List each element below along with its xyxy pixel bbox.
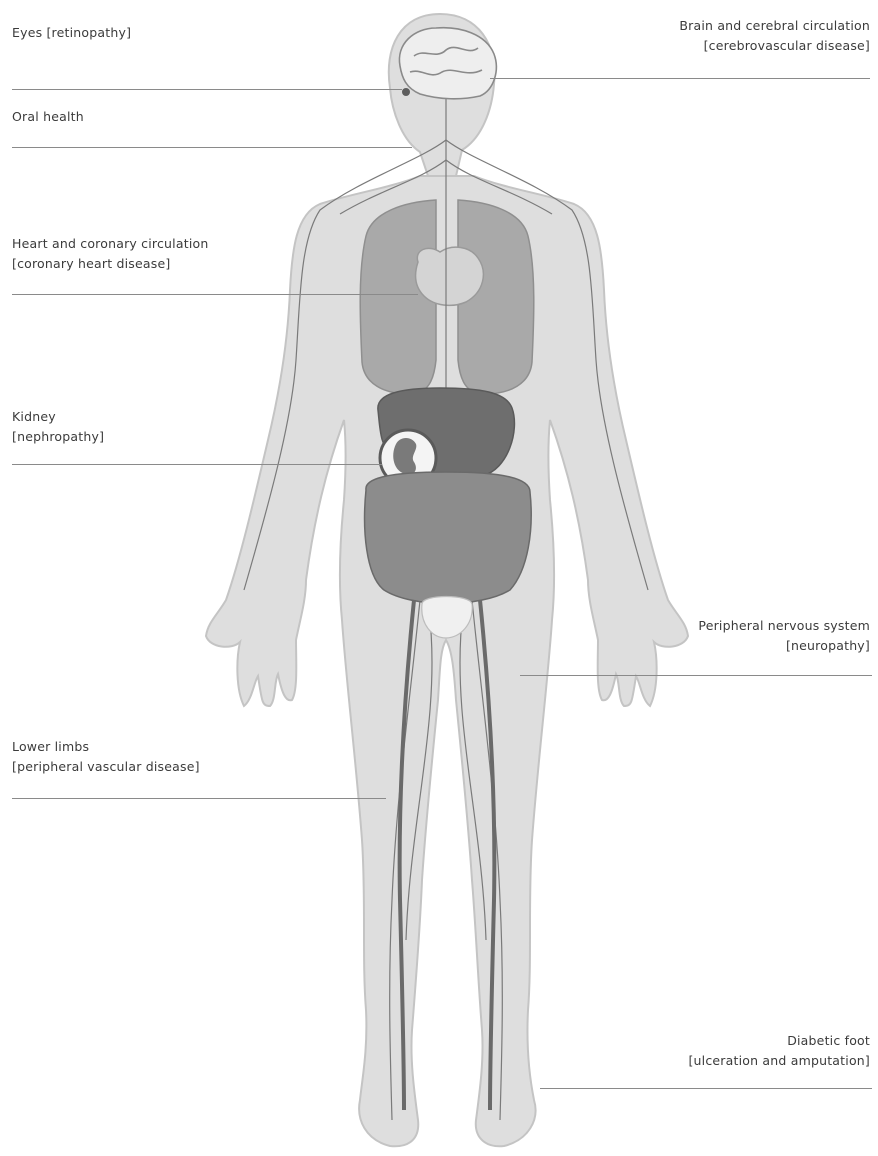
kidney-label-line-1: Kidney [12, 407, 104, 427]
brain-leader [490, 78, 870, 79]
foot-label-line-2: [ulceration and amputation] [688, 1051, 870, 1071]
oral-leader [12, 147, 412, 148]
eye-dot [402, 88, 410, 96]
brain-label-line-1: Brain and cerebral circulation [679, 16, 870, 36]
eyes-leader [12, 89, 402, 90]
heart-label-line-1: Heart and coronary circulation [12, 234, 208, 254]
kidney-label: Kidney [nephropathy] [12, 407, 104, 447]
brain-label: Brain and cerebral circulation [cerebrov… [679, 16, 870, 56]
foot-leader [540, 1088, 872, 1089]
lower-limbs-label-line-1: Lower limbs [12, 737, 200, 757]
eyes-label-line-1: Eyes [retinopathy] [12, 23, 131, 43]
oral-label-line-1: Oral health [12, 107, 84, 127]
lower-limbs-label-line-2: [peripheral vascular disease] [12, 757, 200, 777]
lower-limbs-leader [12, 798, 386, 799]
peripheral-label-line-2: [neuropathy] [698, 636, 870, 656]
kidney-leader [12, 464, 382, 465]
oral-label: Oral health [12, 107, 84, 127]
eyes-label: Eyes [retinopathy] [12, 23, 131, 43]
kidney-label-line-2: [nephropathy] [12, 427, 104, 447]
foot-label-line-1: Diabetic foot [688, 1031, 870, 1051]
heart-leader [12, 294, 418, 295]
heart-label-line-2: [coronary heart disease] [12, 254, 208, 274]
peripheral-leader [520, 675, 872, 676]
foot-label: Diabetic foot [ulceration and amputation… [688, 1031, 870, 1071]
heart-label: Heart and coronary circulation [coronary… [12, 234, 208, 274]
heart [416, 247, 484, 305]
peripheral-label-line-1: Peripheral nervous system [698, 616, 870, 636]
peripheral-label: Peripheral nervous system [neuropathy] [698, 616, 870, 656]
lower-limbs-label: Lower limbs [peripheral vascular disease… [12, 737, 200, 777]
brain [399, 28, 496, 99]
brain-label-line-2: [cerebrovascular disease] [679, 36, 870, 56]
